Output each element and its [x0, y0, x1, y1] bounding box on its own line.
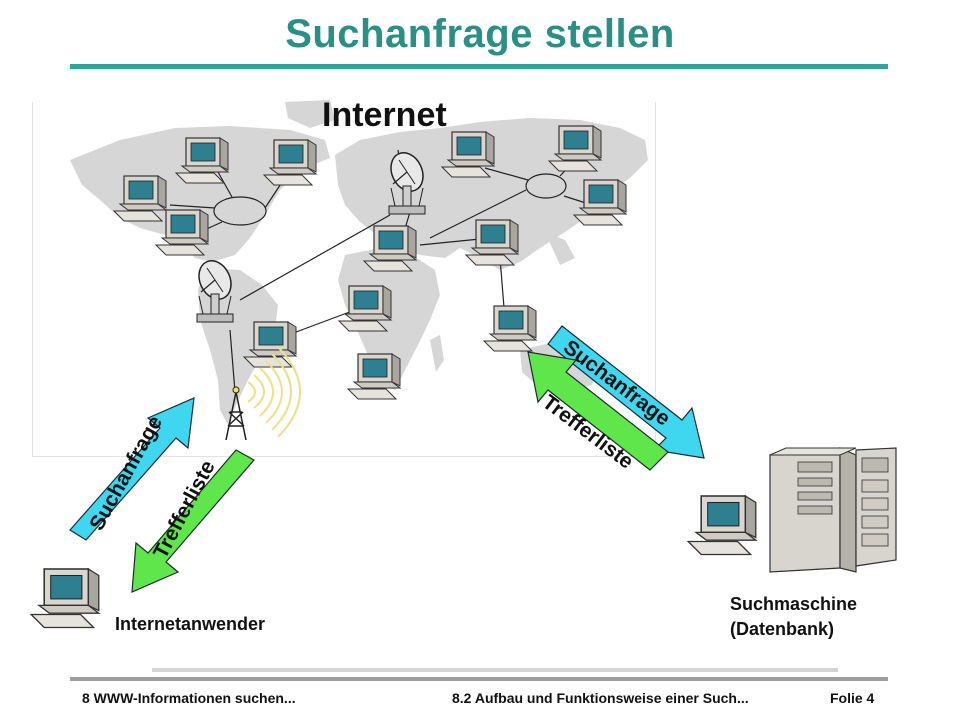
footer-chapter: 8 WWW-Informationen suchen... [82, 690, 296, 706]
world-map-panel [32, 102, 656, 457]
left-results-arrow [131, 449, 255, 593]
engine-terminal-icon [687, 495, 757, 556]
title-divider [70, 64, 888, 69]
network-computer [347, 353, 401, 400]
network-computer [483, 305, 537, 352]
footer-slide-number: Folie 4 [830, 690, 875, 706]
server-rack-icon [769, 447, 897, 573]
right-results-arrow [527, 351, 669, 471]
search-engine-subtitle: (Datenbank) [730, 619, 835, 639]
user-computer-icon [30, 568, 100, 629]
footer-divider [70, 677, 888, 681]
slide-title: Suchanfrage stellen [285, 12, 675, 56]
radio-tower-icon [225, 386, 247, 441]
footer-section: 8.2 Aufbau und Funktionsweise einer Such… [452, 690, 749, 706]
radio-waves [247, 346, 301, 438]
internet-label: Internet [322, 96, 447, 134]
internet-user-label: Internetanwender [115, 614, 266, 634]
footer-divider-top [152, 668, 838, 672]
left-request-label: Suchanfrage [85, 412, 167, 534]
search-engine-name: Suchmaschine [730, 594, 858, 614]
search-engine-label: Suchmaschine (Datenbank) [730, 592, 857, 642]
left-request-arrow [69, 397, 195, 541]
